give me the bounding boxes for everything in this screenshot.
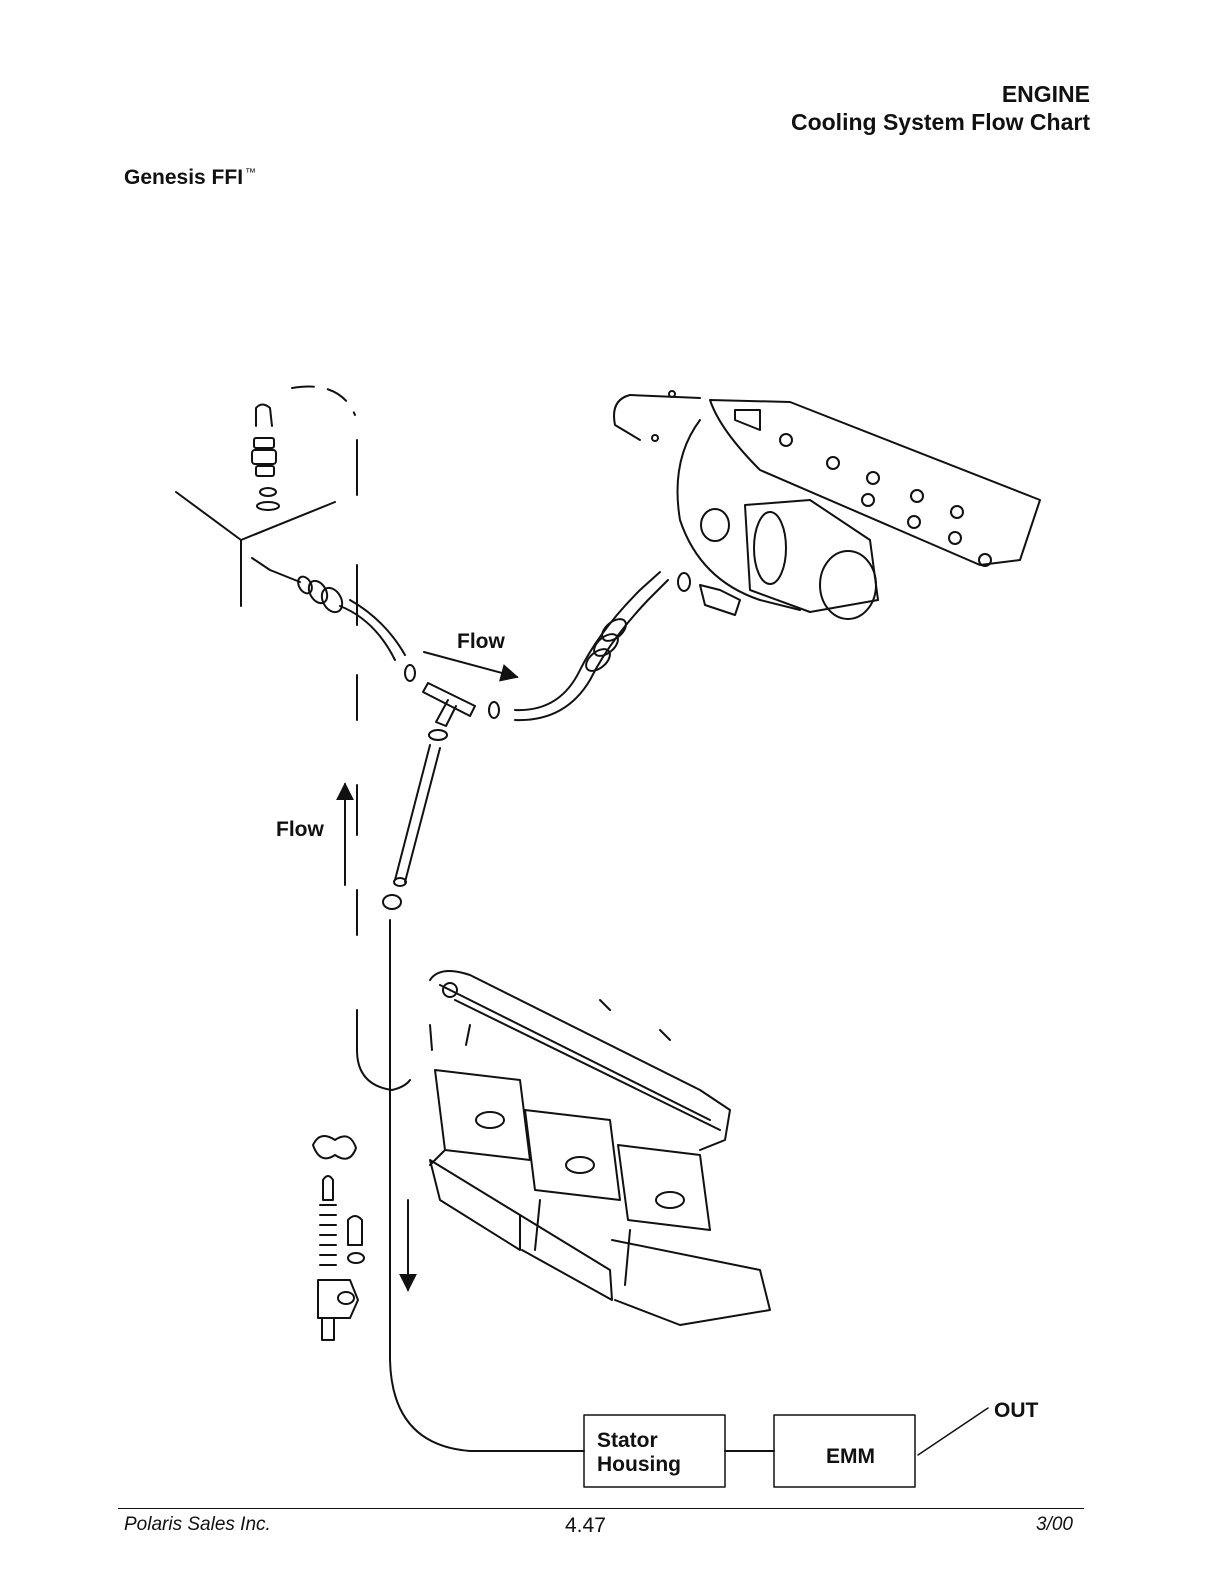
hull-boundary-line xyxy=(292,387,410,1090)
footer-page-number: 4.47 xyxy=(565,1514,606,1538)
footer-company: Polaris Sales Inc. xyxy=(124,1514,271,1536)
footer-date: 3/00 xyxy=(1036,1514,1073,1536)
exhaust-hose-icon xyxy=(515,572,690,720)
flow-label-left: Flow xyxy=(276,818,324,841)
emm-label: EMM xyxy=(826,1445,875,1468)
out-label: OUT xyxy=(994,1399,1039,1422)
intake-hose-icon xyxy=(252,558,415,681)
flow-arrow-right xyxy=(424,652,517,677)
poppet-valve-icon xyxy=(313,1136,364,1340)
tee-fitting-icon xyxy=(423,683,499,740)
stator-housing-label-line1: Stator xyxy=(597,1429,658,1452)
intake-fitting-icon xyxy=(252,405,279,511)
engine-block-icon xyxy=(430,971,770,1325)
footer-rule xyxy=(118,1508,1084,1509)
out-leader-line xyxy=(918,1408,988,1455)
flow-label-top: Flow xyxy=(457,630,505,653)
stator-housing-label-line2: Housing xyxy=(597,1453,681,1476)
return-line xyxy=(390,920,584,1451)
engine-outlet-hose-icon xyxy=(383,745,440,909)
